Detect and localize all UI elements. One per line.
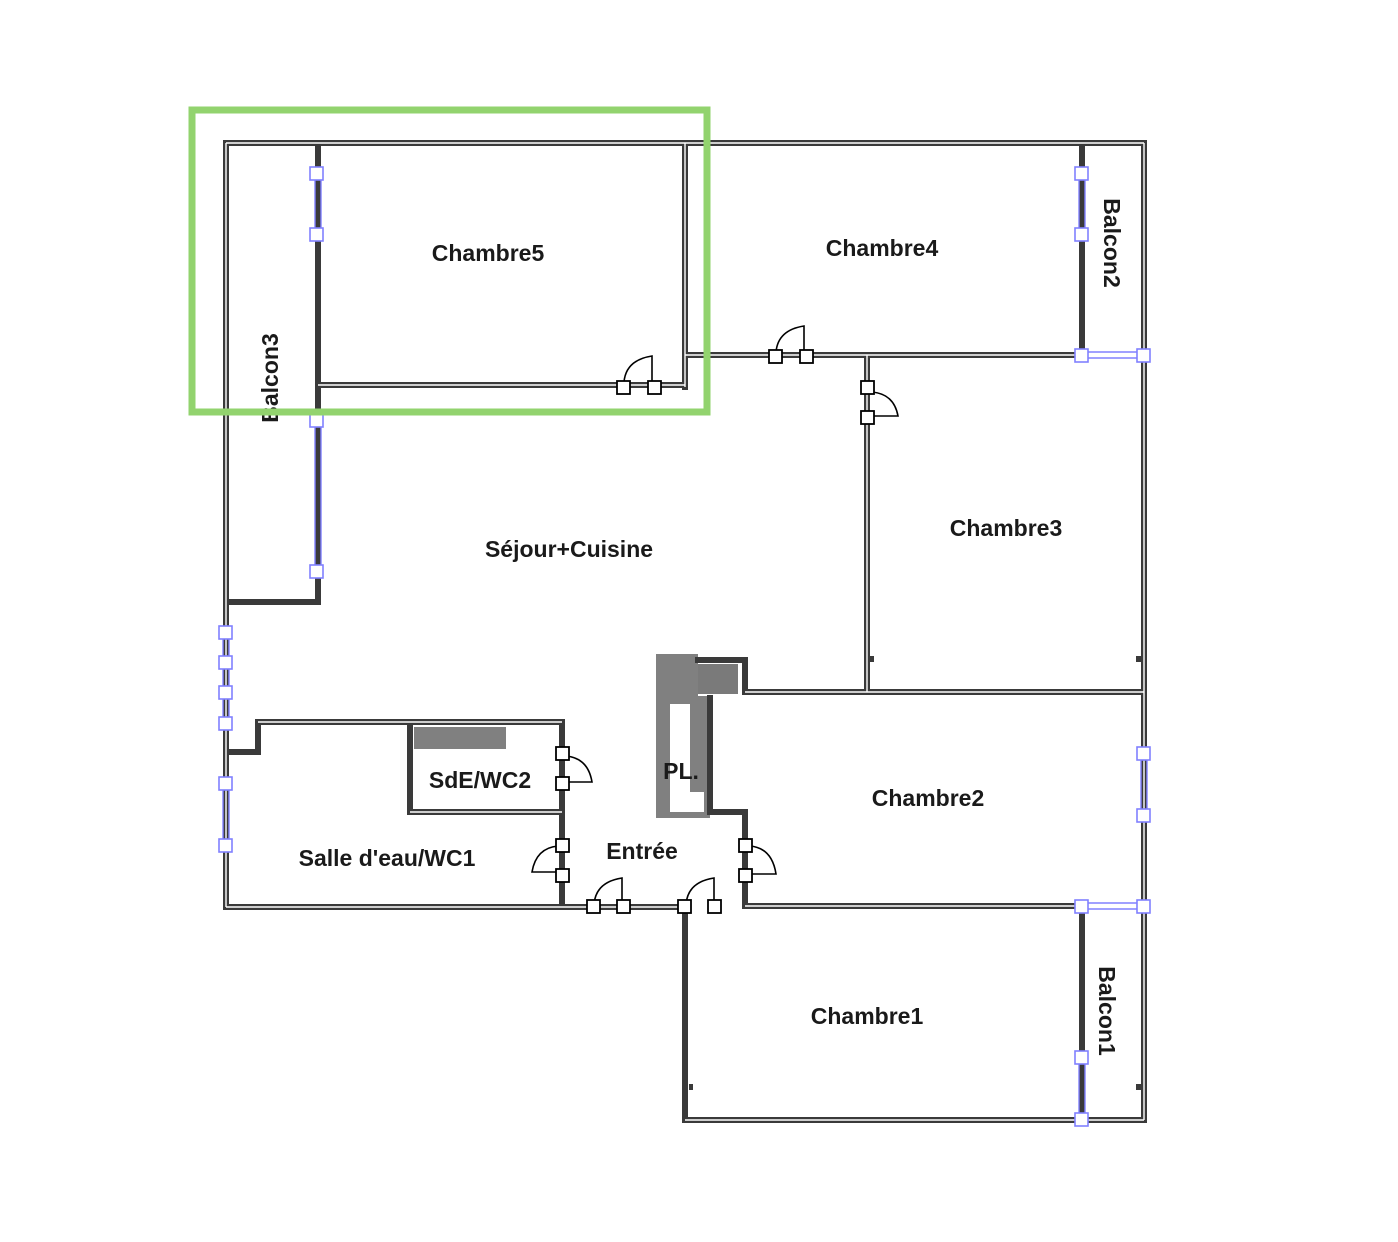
placard-shade — [656, 654, 710, 818]
walls — [223, 140, 1147, 1123]
wall-tick — [868, 656, 874, 662]
window-sejour-balcon3 — [309, 413, 324, 579]
window-chambre1-balcon1 — [1074, 1050, 1089, 1127]
label-entree: Entrée — [606, 838, 678, 864]
door-chambre5 — [616, 355, 662, 395]
chambre2-left-wall — [707, 695, 748, 909]
wall-tick — [1136, 1084, 1142, 1090]
grey-areas — [414, 654, 738, 818]
door-sde-wc2 — [555, 746, 593, 791]
label-chambre2: Chambre2 — [872, 785, 984, 811]
label-chambre5: Chambre5 — [432, 240, 545, 266]
label-balcon2: Balcon2 — [1099, 198, 1125, 287]
placard-top-shade — [698, 664, 738, 694]
door-chambre2 — [738, 838, 777, 883]
label-chambre4: Chambre4 — [826, 235, 939, 261]
label-balcon3: Balcon3 — [257, 333, 283, 422]
label-chambre3: Chambre3 — [950, 515, 1062, 541]
wall-core-lines — [225, 142, 1145, 1121]
sde-storage-shade — [414, 727, 506, 749]
door-chambre1 — [677, 877, 722, 914]
label-balcon1: Balcon1 — [1094, 966, 1120, 1056]
door-chambre3 — [860, 380, 899, 425]
label-chambre1: Chambre1 — [811, 1003, 924, 1029]
window-chambre5 — [309, 166, 324, 242]
window-chambre4-balcon2 — [1074, 166, 1089, 242]
window-salle-eau — [218, 776, 233, 853]
salle-eau-top-wall — [223, 719, 565, 755]
label-sejour-cuisine: Séjour+Cuisine — [485, 536, 653, 562]
window-chambre2 — [1136, 746, 1151, 823]
window-sejour-left — [218, 625, 233, 731]
door-chambre4 — [768, 325, 814, 364]
window-balcon1-top — [1074, 899, 1151, 914]
label-salle-eau-wc1: Salle d'eau/WC1 — [299, 845, 476, 871]
wall-tick — [689, 1084, 693, 1090]
label-placard: PL. — [663, 758, 699, 784]
window-balcon2-bottom — [1074, 348, 1151, 363]
placard-top-wall — [695, 657, 748, 695]
door-entree-main — [586, 877, 631, 914]
doors — [531, 325, 899, 914]
balcon3-wall — [223, 140, 321, 605]
windows — [218, 166, 1151, 1127]
label-sde-wc2: SdE/WC2 — [429, 767, 531, 793]
wall-tick — [1136, 656, 1142, 662]
door-salle-eau-wc1 — [531, 838, 570, 883]
room-labels: Chambre5 Chambre4 Chambre3 Séjour+Cuisin… — [257, 198, 1125, 1056]
highlight-box-chambre5 — [188, 106, 711, 416]
